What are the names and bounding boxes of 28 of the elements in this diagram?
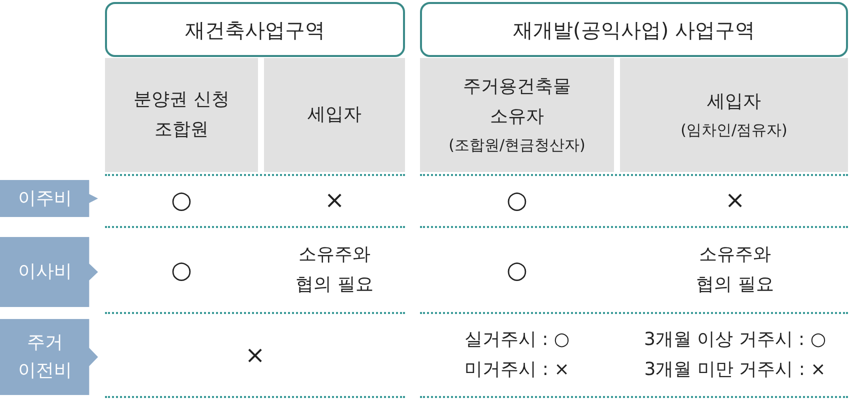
column-header-cell (264, 58, 405, 172)
mark-symbol: ○ (171, 256, 192, 284)
row-header-tab: 주거 이전비 (0, 319, 98, 395)
column-header-subtext: (임차인/점유자) (680, 120, 788, 141)
cell-text: 실거주시 : ○ (464, 328, 570, 352)
column-header-cell (105, 58, 258, 172)
row-header-tab: 이주비 (0, 180, 98, 217)
column-header-cell (420, 58, 614, 172)
mark-symbol: ○ (506, 186, 528, 214)
column-header-subtext: (조합원/현금청산자) (448, 135, 586, 156)
row-header-tab: 이사비 (0, 237, 98, 307)
column-header-text: 세입자 (308, 103, 362, 127)
cell-text: 미거주시 : × (464, 358, 570, 382)
column-header-text: 주거용건축물 소유자 (462, 75, 572, 129)
column-header-text: 분양권 신청 조합원 (132, 88, 230, 142)
cell-text: 소유주와 협의 필요 (695, 243, 775, 297)
mark-symbol: ○ (171, 186, 192, 214)
cell-text: 3개월 이상 거주시 : ○ (644, 328, 826, 352)
mark-symbol: × (324, 186, 345, 214)
mark-symbol: ○ (506, 256, 528, 284)
cell-text: 소유주와 협의 필요 (294, 243, 374, 297)
column-header-cell (620, 58, 848, 172)
group-header-box: 재건축사업구역 (105, 2, 405, 57)
mark-symbol: × (244, 341, 266, 369)
cell-text: 3개월 미만 거주시 : × (644, 358, 826, 382)
mark-symbol: × (724, 186, 746, 214)
column-header-text: 세입자 (707, 90, 761, 114)
group-header-box: 재개발(공익사업) 사업구역 (420, 2, 848, 57)
